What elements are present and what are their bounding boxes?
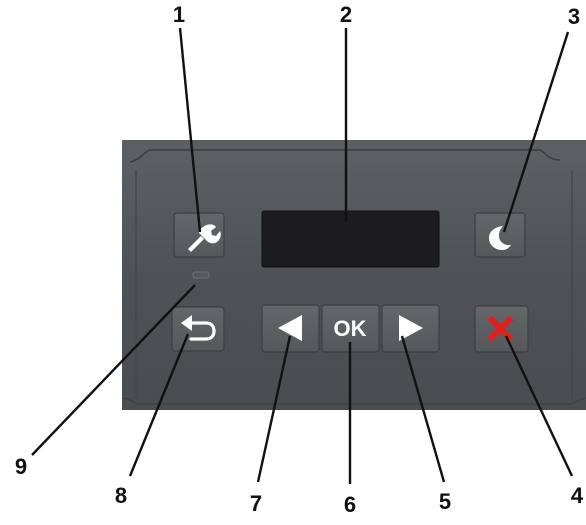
callout-4: 4 — [571, 483, 584, 508]
callout-9: 9 — [15, 454, 27, 479]
printer-control-panel — [121, 140, 586, 410]
callout-numbers: 1 2 3 4 5 6 7 8 9 — [15, 2, 584, 517]
callout-3: 3 — [568, 4, 580, 29]
stop-button[interactable] — [474, 305, 529, 353]
leader-line-3 — [502, 31, 570, 233]
leader-line-5 — [400, 335, 446, 483]
right-arrow-button[interactable] — [381, 304, 440, 353]
callout-8: 8 — [115, 483, 127, 508]
leader-line-9 — [31, 284, 196, 456]
back-arrow-icon — [181, 315, 216, 341]
leader-line-4 — [504, 335, 574, 477]
leader-line-7 — [256, 335, 292, 483]
callout-5: 5 — [439, 489, 451, 514]
sleep-button[interactable] — [474, 212, 526, 258]
ok-button-label: OK — [334, 316, 367, 341]
leader-line-8 — [128, 333, 190, 477]
callout-6: 6 — [344, 492, 356, 517]
left-arrow-button[interactable] — [261, 304, 320, 353]
back-button[interactable] — [171, 306, 225, 352]
leader-line-1 — [178, 27, 202, 233]
wrench-icon — [188, 224, 221, 252]
leader-lines — [31, 27, 574, 484]
ok-button[interactable]: OK — [321, 304, 380, 353]
right-arrow-icon — [399, 315, 423, 341]
x-icon — [487, 315, 515, 343]
callout-1: 1 — [173, 2, 185, 27]
callout-2: 2 — [340, 2, 352, 27]
settings-button[interactable] — [173, 212, 225, 258]
moon-icon — [489, 226, 511, 250]
callout-7: 7 — [250, 491, 262, 516]
lcd-display — [261, 210, 440, 268]
left-arrow-icon — [278, 315, 302, 341]
indicator-light — [192, 271, 210, 279]
